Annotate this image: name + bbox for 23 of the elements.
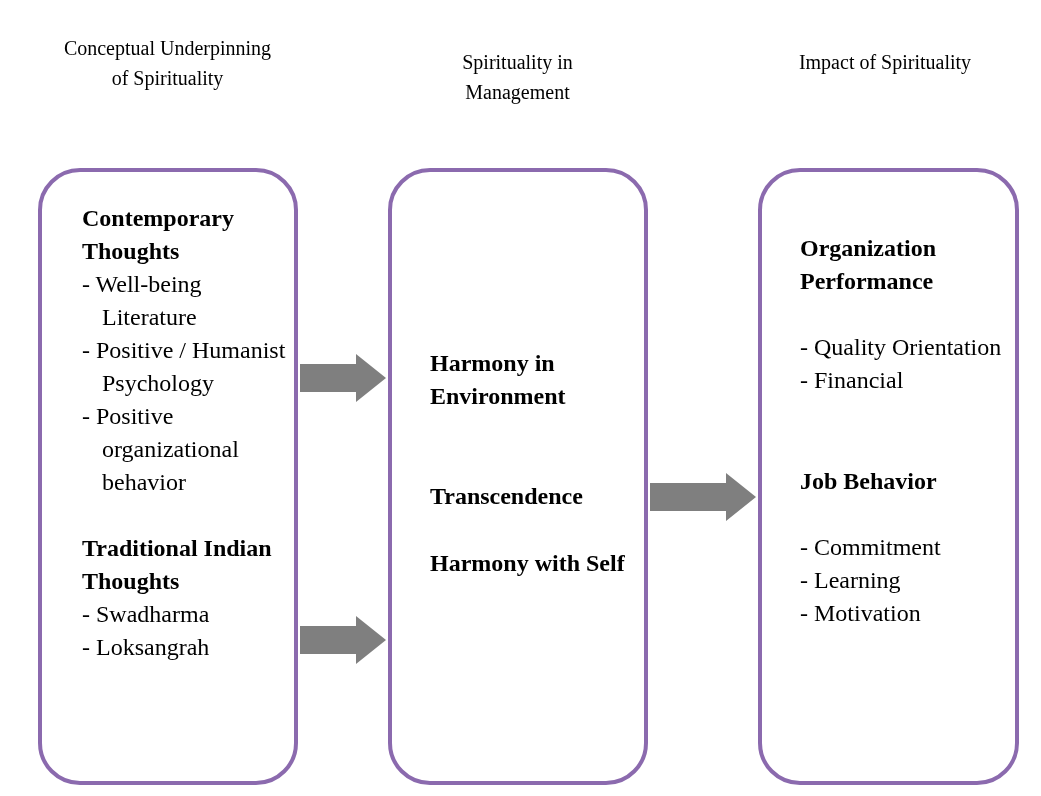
list-item: - Loksangrah: [82, 633, 211, 662]
list-item: - Financial: [800, 366, 905, 395]
list-item: - Well-being Literature: [82, 270, 203, 332]
list-item: - Commitment: [800, 533, 942, 562]
list-item: - Swadharma: [82, 600, 211, 629]
list-item: - Quality Orientation: [800, 333, 1003, 362]
block-arrow: [650, 473, 756, 521]
list-item: - Learning: [800, 566, 902, 595]
section-heading: Organization Performance: [800, 234, 937, 296]
section-heading: Contemporary Thoughts: [82, 204, 235, 266]
column-heading: Conceptual Underpinning of Spirituality: [62, 36, 273, 92]
column-heading: Spirituality in Management: [461, 50, 574, 106]
section-heading: Job Behavior: [800, 467, 938, 496]
list-item: - Positive organizational behavior: [82, 402, 240, 497]
block-arrow: [300, 354, 386, 402]
list-item: - Positive / Humanist Psychology: [82, 336, 286, 398]
section-heading: Harmony in Environment: [430, 349, 567, 411]
block-arrow: [300, 616, 386, 664]
section-heading: Traditional Indian Thoughts: [82, 534, 273, 596]
column-heading: Impact of Spirituality: [797, 50, 973, 76]
list-item: - Motivation: [800, 599, 922, 628]
section-heading: Harmony with Self: [430, 549, 626, 578]
section-heading: Transcendence: [430, 482, 584, 511]
